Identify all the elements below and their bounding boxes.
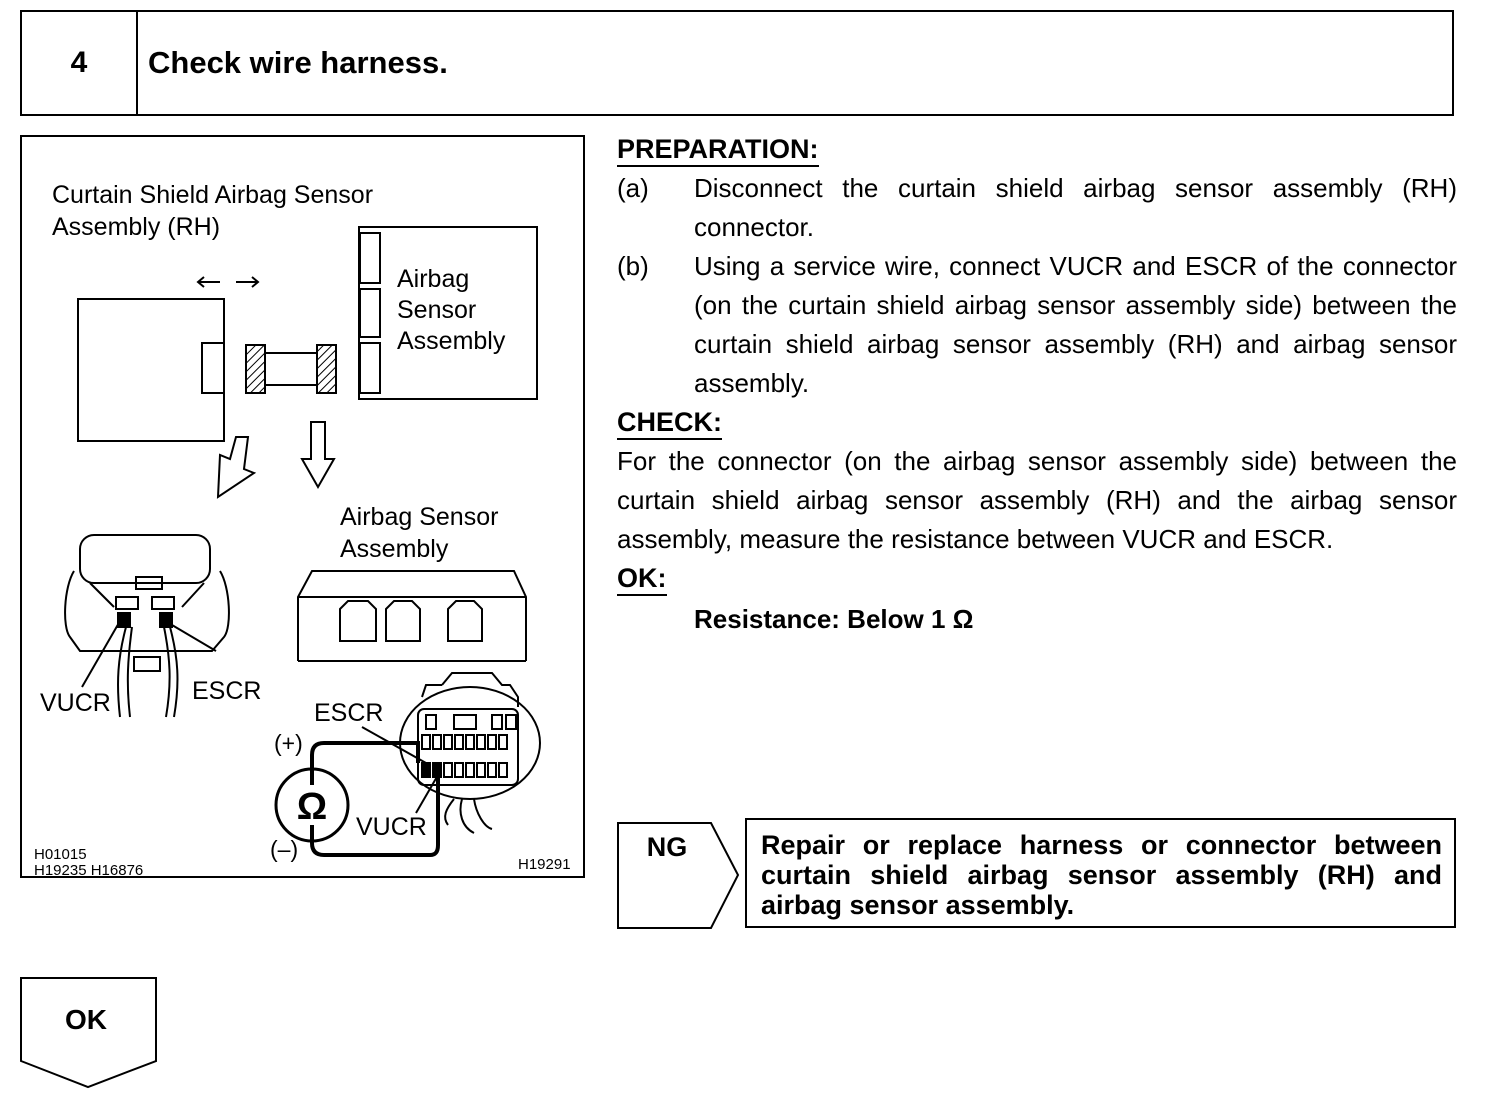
plus-label: (+) <box>274 730 303 756</box>
ok-label: OK <box>65 1004 107 1035</box>
ohmmeter-icon <box>274 767 350 843</box>
figure-code-2: H19235 H16876 <box>34 862 143 876</box>
step-label: (a) <box>617 173 649 203</box>
step-header: 4 Check wire harness. <box>20 10 1454 116</box>
figure-code-3: H19291 <box>518 856 571 873</box>
step-text: Disconnect the curtain shield airbag sen… <box>694 173 1457 242</box>
step-text: Using a service wire, connect VUCR and E… <box>694 251 1457 398</box>
wiring-illustration: Curtain Shield Airbag Sensor Assembly (R… <box>20 135 585 878</box>
down-arrow-left-icon <box>216 436 257 499</box>
connector-face-left <box>64 534 230 718</box>
connector-face-right <box>399 672 541 834</box>
ng-label: NG <box>647 832 688 862</box>
ng-arrow-icon: NG <box>617 822 740 929</box>
box-label-3: Assembly <box>397 327 506 355</box>
curtain-sensor-label-1: Curtain Shield Airbag Sensor <box>52 181 373 209</box>
preparation-step-a: (a) Disconnect the curtain shield airbag… <box>617 169 1457 247</box>
minus-label: (–) <box>270 836 298 862</box>
escr-left-label: ESCR <box>192 677 261 705</box>
airbag-sensor-label-1: Airbag Sensor <box>340 503 498 531</box>
airbag-sensor-label-2: Assembly <box>340 535 449 563</box>
curtain-sensor-label-2: Assembly (RH) <box>52 213 220 241</box>
resistance-spec: Resistance: Below 1 Ω <box>694 604 974 634</box>
box-label-2: Sensor <box>397 296 476 324</box>
down-arrow-right-icon <box>300 421 336 490</box>
vucr-right-label: VUCR <box>356 813 427 841</box>
wiring-diagram: Curtain Shield Airbag Sensor Assembly (R… <box>34 181 571 876</box>
ng-action-box: Repair or replace harness or connector b… <box>745 818 1456 928</box>
figure-code-1: H01015 <box>34 846 87 863</box>
box-label-1: Airbag <box>397 265 469 293</box>
step-title: Check wire harness. <box>148 45 448 80</box>
disconnect-arrows-icon <box>196 276 260 288</box>
connector-right <box>316 344 337 394</box>
step-label: (b) <box>617 251 649 281</box>
connector-left <box>245 344 266 394</box>
ok-arrow-icon: OK <box>20 977 157 1089</box>
preparation-step-b: (b) Using a service wire, connect VUCR a… <box>617 247 1457 403</box>
check-text: For the connector (on the airbag sensor … <box>617 446 1457 554</box>
preparation-heading: PREPARATION: <box>617 133 819 167</box>
check-heading: CHECK: <box>617 406 722 440</box>
ok-heading: OK: <box>617 562 667 596</box>
escr-right-label: ESCR <box>314 699 383 727</box>
vucr-left-label: VUCR <box>40 689 111 717</box>
ohm-symbol: Ω <box>297 786 327 828</box>
step-number: 4 <box>22 12 138 114</box>
procedure-text: PREPARATION: (a) Disconnect the curtain … <box>617 130 1457 639</box>
airbag-sensor-unit <box>297 570 527 662</box>
